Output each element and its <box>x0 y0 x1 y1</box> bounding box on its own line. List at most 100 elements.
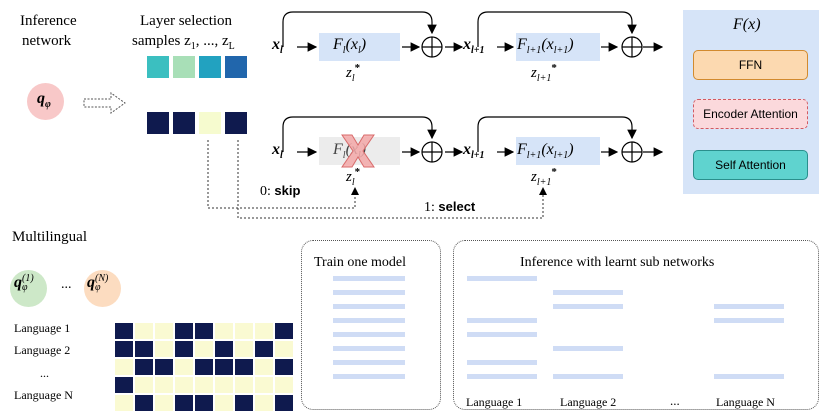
matrix-cell <box>134 340 154 358</box>
row1-func-box-l <box>319 33 400 61</box>
q1-node: q(1)φ <box>10 270 47 307</box>
matrix-cell <box>254 340 274 358</box>
infer-panel <box>453 240 819 410</box>
matrix-cell <box>214 358 234 376</box>
infer-panel-title: Inference with learnt sub networks <box>520 255 715 270</box>
matrix-cell <box>114 340 134 358</box>
matrix-cell <box>154 376 174 394</box>
row2-func-box-l1 <box>516 137 600 165</box>
matrix-cell <box>274 358 294 376</box>
matrix-cell <box>214 340 234 358</box>
layer-bar <box>333 374 405 379</box>
matrix-cell <box>154 340 174 358</box>
matrix-cell <box>194 340 214 358</box>
row1-z-l: zl* <box>346 62 361 84</box>
layer-bar <box>553 304 623 309</box>
layer-bar <box>467 318 537 323</box>
layer-selection-title-line1: Layer selection <box>140 13 233 29</box>
row2-z-l1: zl+1* <box>531 166 557 188</box>
language-matrix <box>114 322 294 412</box>
matrix-cell <box>114 322 134 340</box>
matrix-cell <box>154 322 174 340</box>
matrix-cell <box>114 394 134 412</box>
layer-bar <box>714 304 784 309</box>
infer-bars-col1 <box>467 276 537 386</box>
infer-bars-col2 <box>553 276 623 386</box>
matrix-cell <box>114 376 134 394</box>
layer-bar <box>714 318 784 323</box>
matrix-cell <box>194 322 214 340</box>
row2-x-l1: xl+1 <box>463 141 485 162</box>
sample-row-bottom <box>147 112 247 136</box>
sample-cell <box>225 56 247 78</box>
inference-network-title-line2: network <box>22 33 72 49</box>
skip-cross-icon <box>341 134 375 168</box>
matrix-cell <box>274 322 294 340</box>
infer-label-ellipsis: ... <box>670 393 680 408</box>
q-ellipsis: ... <box>61 277 72 292</box>
encoder-attention-block: Encoder Attention <box>693 99 808 129</box>
matrix-cell <box>234 394 254 412</box>
sample-cell <box>199 56 221 78</box>
sample-row-top <box>147 56 247 80</box>
row2-func-l1: Fl+1(xl+1) <box>517 141 574 162</box>
sample-cell <box>225 112 247 134</box>
skip-label: 0: skip <box>260 183 301 199</box>
layer-selection-title-line2: samples z1, ..., zL <box>132 33 235 52</box>
matrix-cell <box>254 358 274 376</box>
layer-bar <box>467 276 537 281</box>
row2-x-l: xl <box>272 141 283 162</box>
row1-z-l1: zl+1* <box>531 62 557 84</box>
self-attention-block: Self Attention <box>693 150 808 180</box>
layer-bar <box>467 360 537 365</box>
sample-cell <box>173 112 195 134</box>
matrix-cell <box>194 358 214 376</box>
layer-bar <box>333 276 405 281</box>
row2-z-l: zl* <box>346 166 361 188</box>
layer-bar <box>467 332 537 337</box>
layer-bar <box>333 332 405 337</box>
matrix-cell <box>234 376 254 394</box>
matrix-cell <box>134 394 154 412</box>
ffn-block: FFN <box>693 50 808 80</box>
sample-cell <box>173 56 195 78</box>
matrix-cell <box>174 394 194 412</box>
fx-panel-title: F(x) <box>733 16 761 33</box>
matrix-cell <box>254 322 274 340</box>
matrix-cell <box>114 358 134 376</box>
language-label-N: Language N <box>14 388 73 402</box>
hollow-arrow-icon <box>83 92 126 114</box>
layer-bar <box>333 346 405 351</box>
matrix-cell <box>234 358 254 376</box>
q-phi-label: qφ <box>37 90 51 111</box>
layer-bar <box>467 374 537 379</box>
matrix-cell <box>194 376 214 394</box>
select-label: 1: select <box>424 199 476 215</box>
matrix-cell <box>254 394 274 412</box>
matrix-cell <box>214 322 234 340</box>
layer-bar <box>333 290 405 295</box>
infer-label-2: Language 2 <box>560 395 617 409</box>
train-panel-title: Train one model <box>314 255 407 270</box>
matrix-cell <box>254 376 274 394</box>
language-label-2: Language 2 <box>14 343 71 357</box>
matrix-cell <box>154 358 174 376</box>
matrix-cell <box>174 376 194 394</box>
language-label-ellipsis: ... <box>40 366 49 380</box>
language-label-1: Language 1 <box>14 321 71 335</box>
matrix-cell <box>234 322 254 340</box>
qN-node: q(N)φ <box>84 270 121 307</box>
matrix-cell <box>134 358 154 376</box>
row1-x-l: xl <box>272 36 283 57</box>
sample-cell <box>147 56 169 78</box>
matrix-cell <box>174 358 194 376</box>
matrix-cell <box>274 376 294 394</box>
matrix-cell <box>134 322 154 340</box>
infer-label-N: Language N <box>716 395 775 409</box>
sample-cell <box>199 112 221 134</box>
inference-network-title-line1: Inference <box>20 13 77 29</box>
matrix-cell <box>174 322 194 340</box>
layer-bar <box>553 374 623 379</box>
matrix-cell <box>214 394 234 412</box>
